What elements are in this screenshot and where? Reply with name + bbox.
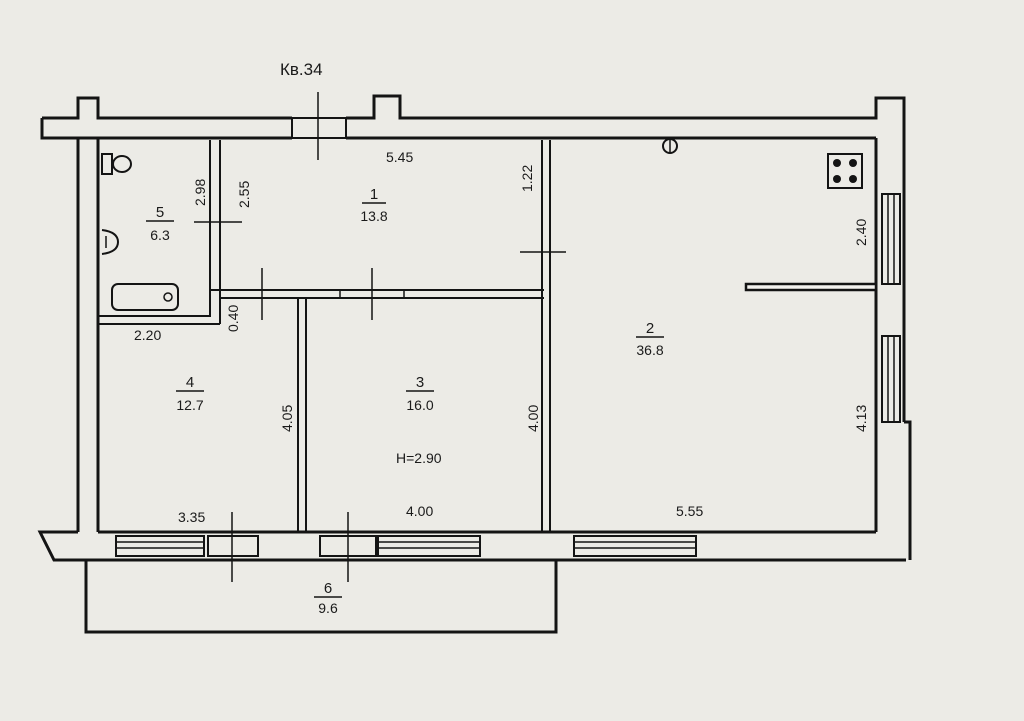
tick-marks xyxy=(194,92,566,582)
bathtub-icon xyxy=(111,283,179,311)
dim-room2-width: 5.55 xyxy=(676,503,703,519)
room-6-number: 6 xyxy=(324,580,332,597)
room-4-area: 12.7 xyxy=(176,397,203,413)
dim-room3-height: 4.00 xyxy=(525,405,541,432)
apartment-label: Кв.34 xyxy=(280,60,323,79)
ceiling-height: Н=2.90 xyxy=(396,450,442,466)
dim-corridor-height: 2.55 xyxy=(236,181,252,208)
room-5-area: 6.3 xyxy=(150,227,170,243)
dim-doorway-height: 1.22 xyxy=(519,165,535,192)
room-labels: 1 13.8 2 36.8 3 16.0 4 12.7 5 6.3 6 9.6 … xyxy=(146,60,664,616)
room-5-number: 5 xyxy=(156,204,164,221)
toilet-icon xyxy=(101,153,132,175)
room-2-area: 36.8 xyxy=(636,342,663,358)
dimension-labels: 5.45 2.20 5.55 4.00 3.35 2.98 2.55 0.40 … xyxy=(134,149,869,525)
bottom-windows xyxy=(115,535,697,557)
sink-icon xyxy=(101,229,120,255)
dim-bath-height: 2.98 xyxy=(192,179,208,206)
room-4-number: 4 xyxy=(186,374,194,391)
riser-icon xyxy=(662,138,678,154)
exterior-walls xyxy=(37,94,912,562)
dim-corridor-width: 5.45 xyxy=(386,149,413,165)
room-2-number: 2 xyxy=(646,320,654,337)
room-1-number: 1 xyxy=(370,186,378,203)
dim-room2-upper: 2.40 xyxy=(853,219,869,246)
balcony-outline xyxy=(84,560,558,634)
fixtures xyxy=(101,138,863,311)
dim-room4-width: 3.35 xyxy=(178,509,205,525)
stove-icon xyxy=(827,153,863,189)
room-6-area: 9.6 xyxy=(318,600,338,616)
dim-partition-gap: 0.40 xyxy=(225,305,241,332)
dim-room2-lower: 4.13 xyxy=(853,405,869,432)
dim-bath-width: 2.20 xyxy=(134,327,161,343)
room-3-number: 3 xyxy=(416,374,424,391)
dim-room3-width: 4.00 xyxy=(406,503,433,519)
interior-walls xyxy=(98,140,878,532)
room-1-area: 13.8 xyxy=(360,208,387,224)
right-windows xyxy=(881,193,901,423)
dim-room4-height: 4.05 xyxy=(279,405,295,432)
room-3-area: 16.0 xyxy=(406,397,433,413)
